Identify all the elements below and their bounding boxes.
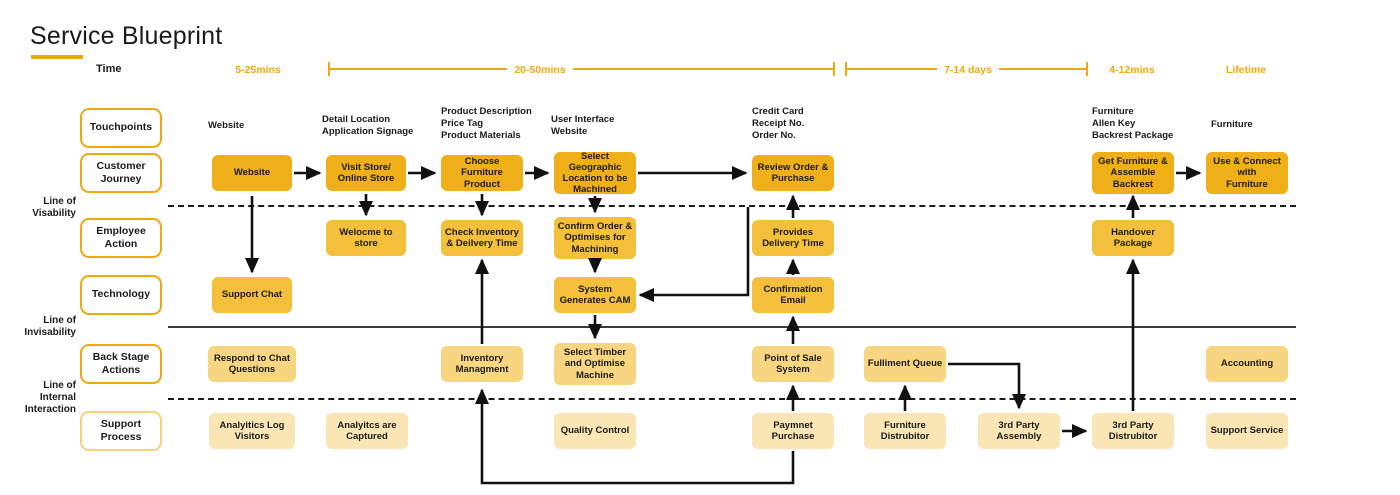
node-analytics-log-visitors[interactable]: Analyitics Log Visitors bbox=[209, 413, 295, 449]
node-choose-furniture-product[interactable]: Choose Furniture Product bbox=[441, 155, 523, 191]
lane-label-technology: Technology bbox=[91, 288, 151, 301]
lane-label-back-stage: Back Stage Actions bbox=[92, 350, 150, 376]
time-bracket-right-20-50 bbox=[833, 62, 835, 76]
node-use-connect-furniture[interactable]: Use & Connect with Furniture bbox=[1206, 152, 1288, 194]
time-segment-20-50mins: 20-50mins bbox=[514, 64, 566, 76]
arrow-payment-loop-to-inventory bbox=[474, 388, 795, 485]
touchpoint-user-interface: User Interface Website bbox=[551, 114, 615, 137]
time-axis-label: Time bbox=[96, 63, 122, 75]
touchpoint-website: Website bbox=[208, 120, 245, 131]
lane-pill-employee-action[interactable]: Employee Action bbox=[80, 218, 162, 258]
node-furniture-distributor[interactable]: Furniture Distrubitor bbox=[864, 413, 946, 449]
node-support-service[interactable]: Support Service bbox=[1206, 413, 1288, 449]
line-of-visability-label: Line of Visability bbox=[32, 196, 76, 219]
node-select-timber-optimise[interactable]: Select Timber and Optimise Machine bbox=[554, 343, 636, 385]
lane-label-customer-journey: Customer Journey bbox=[96, 159, 146, 185]
time-rule-left-7-14 bbox=[845, 68, 937, 70]
lane-pill-technology[interactable]: Technology bbox=[80, 275, 162, 315]
node-confirm-order-optimises[interactable]: Confirm Order & Optimises for Machining bbox=[554, 217, 636, 259]
node-quality-control[interactable]: Quality Control bbox=[554, 413, 636, 449]
touchpoint-product-description: Product Description Price Tag Product Ma… bbox=[441, 106, 532, 141]
arrow-confirmation-branch-to-system-cam bbox=[638, 207, 750, 303]
page-title: Service Blueprint bbox=[30, 22, 223, 50]
time-rule-right-20-50 bbox=[573, 68, 834, 70]
node-confirmation-email[interactable]: Confirmation Email bbox=[752, 277, 834, 313]
node-welcome-to-store[interactable]: Welocme to store bbox=[326, 220, 406, 256]
node-respond-to-chat-questions[interactable]: Respond to Chat Questions bbox=[208, 346, 296, 382]
touchpoint-detail-location: Detail Location Application Signage bbox=[322, 114, 414, 137]
node-inventory-management[interactable]: Inventory Managment bbox=[441, 346, 523, 382]
line-of-invisability-label: Line of Invisability bbox=[24, 315, 76, 338]
line-of-invisability bbox=[168, 326, 1296, 328]
node-third-party-distributor[interactable]: 3rd Party Distrubitor bbox=[1092, 413, 1174, 449]
time-rule-right-7-14 bbox=[999, 68, 1087, 70]
node-system-generates-cam[interactable]: System Generates CAM bbox=[554, 277, 636, 313]
node-review-order-purchase[interactable]: Review Order & Purchase bbox=[752, 155, 834, 191]
node-point-of-sale-system[interactable]: Point of Sale System bbox=[752, 346, 834, 382]
lane-pill-touchpoints[interactable]: Touchpoints bbox=[80, 108, 162, 148]
time-rule-left-20-50 bbox=[328, 68, 507, 70]
touchpoint-furniture: Furniture bbox=[1211, 119, 1253, 130]
line-of-internal-interaction bbox=[168, 398, 1296, 400]
node-accounting[interactable]: Accounting bbox=[1206, 346, 1288, 382]
node-visit-store[interactable]: Visit Store/ Online Store bbox=[326, 155, 406, 191]
touchpoint-furniture-package: Furniture Allen Key Backrest Package bbox=[1092, 106, 1174, 141]
node-analytics-are-captured[interactable]: Analyitcs are Captured bbox=[326, 413, 408, 449]
node-third-party-assembly[interactable]: 3rd Party Assembly bbox=[978, 413, 1060, 449]
time-segment-lifetime: Lifetime bbox=[1225, 64, 1267, 76]
title-underline-rule bbox=[31, 55, 83, 59]
node-fulliment-queue[interactable]: Fulliment Queue bbox=[864, 346, 946, 382]
node-website[interactable]: Website bbox=[212, 155, 292, 191]
node-provides-delivery-time[interactable]: Provides Delivery Time bbox=[752, 220, 834, 256]
lane-pill-back-stage[interactable]: Back Stage Actions bbox=[80, 344, 162, 384]
lane-pill-support-process[interactable]: Support Process bbox=[80, 411, 162, 451]
lane-label-touchpoints: Touchpoints bbox=[89, 121, 153, 134]
node-check-inventory-delivery[interactable]: Check Inventory & Deilvery Time bbox=[441, 220, 523, 256]
lane-label-support-process: Support Process bbox=[100, 417, 142, 443]
line-of-visability bbox=[168, 205, 1296, 207]
time-segment-4-12mins: 4-12mins bbox=[1109, 64, 1155, 76]
node-payment-purchase[interactable]: Paymnet Purchase bbox=[752, 413, 834, 449]
time-bracket-right-7-14 bbox=[1086, 62, 1088, 76]
arrow-fulliment-to-3rd-party-assembly bbox=[948, 362, 1027, 410]
node-select-geographic-location[interactable]: Select Geographic Location to be Machine… bbox=[554, 151, 636, 195]
lane-label-employee-action: Employee Action bbox=[96, 224, 146, 250]
lane-pill-customer-journey[interactable]: Customer Journey bbox=[80, 153, 162, 193]
line-of-internal-interaction-label: Line of Internal Interaction bbox=[24, 380, 76, 415]
touchpoint-credit-card: Credit Card Receipt No. Order No. bbox=[752, 106, 805, 141]
node-get-furniture-assemble[interactable]: Get Furniture & Assemble Backrest bbox=[1092, 152, 1174, 194]
node-support-chat[interactable]: Support Chat bbox=[212, 277, 292, 313]
time-segment-5-25mins: 5-25mins bbox=[235, 64, 281, 76]
node-handover-package[interactable]: Handover Package bbox=[1092, 220, 1174, 256]
time-segment-7-14-days: 7-14 days bbox=[944, 64, 992, 76]
